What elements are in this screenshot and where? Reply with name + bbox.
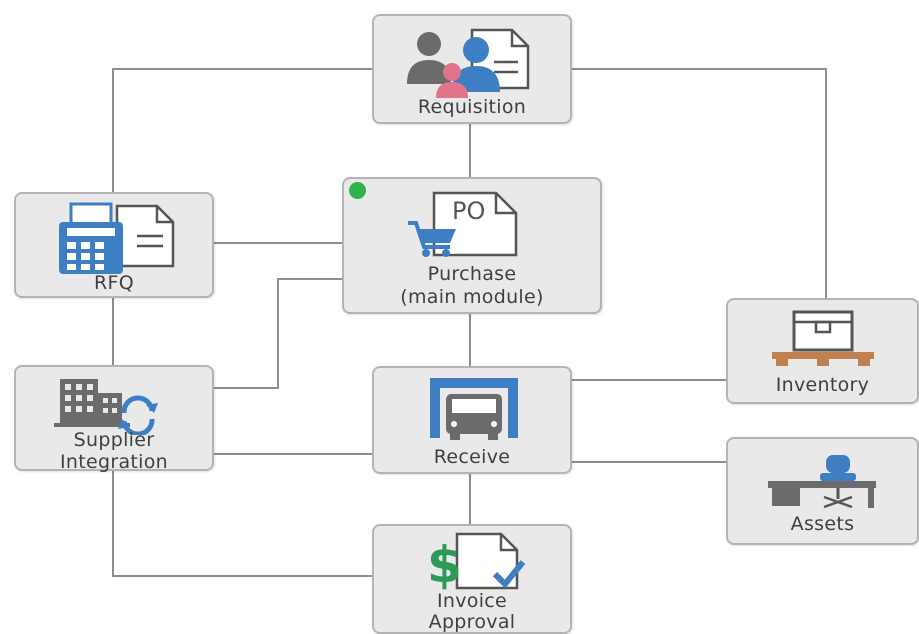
purchase-order-cart-icon: PO — [408, 191, 518, 257]
status-dot — [349, 182, 366, 199]
dollar-text: $ — [427, 536, 462, 592]
invoice-label: Invoice — [436, 590, 508, 612]
connector-requisition-inventory — [572, 68, 827, 298]
supplier-integration-node[interactable]: Supplier Integration — [14, 365, 214, 473]
inventory-node[interactable]: Inventory — [726, 298, 919, 404]
requisition-label: Requisition — [417, 96, 527, 118]
invoice-approval-node[interactable]: $ Invoice Approval — [372, 524, 572, 634]
integration-label: Integration — [60, 451, 168, 473]
inventory-box-pallet-icon — [772, 310, 874, 366]
fax-machine-icon — [59, 202, 175, 274]
purchase-sublabel: (main module) — [400, 286, 544, 308]
connector-supplier-invoice — [112, 470, 372, 577]
rfq-node[interactable]: RFQ — [14, 192, 214, 298]
requisition-people-document-icon — [407, 28, 530, 98]
desk-chair-icon — [768, 455, 876, 509]
purchase-label: Purchase — [427, 263, 517, 285]
connector-supplier-purchase — [213, 278, 342, 389]
supplier-label: Supplier — [73, 429, 155, 451]
assets-label: Assets — [790, 513, 855, 535]
approval-label: Approval — [428, 611, 516, 633]
assets-node[interactable]: Assets — [726, 437, 919, 545]
requisition-node[interactable]: Requisition — [372, 14, 572, 124]
delivery-truck-icon — [430, 378, 518, 440]
rfq-label: RFQ — [94, 272, 134, 294]
receive-node[interactable]: Receive — [372, 366, 572, 474]
po-text: PO — [452, 197, 485, 225]
connector-requisition-rfq — [112, 68, 372, 192]
invoice-dollar-check-icon: $ — [427, 532, 526, 592]
purchase-node[interactable]: PO Purchase (main module) — [342, 177, 602, 314]
building-sync-icon — [54, 379, 158, 435]
inventory-label: Inventory — [775, 374, 870, 396]
receive-label: Receive — [433, 446, 511, 468]
